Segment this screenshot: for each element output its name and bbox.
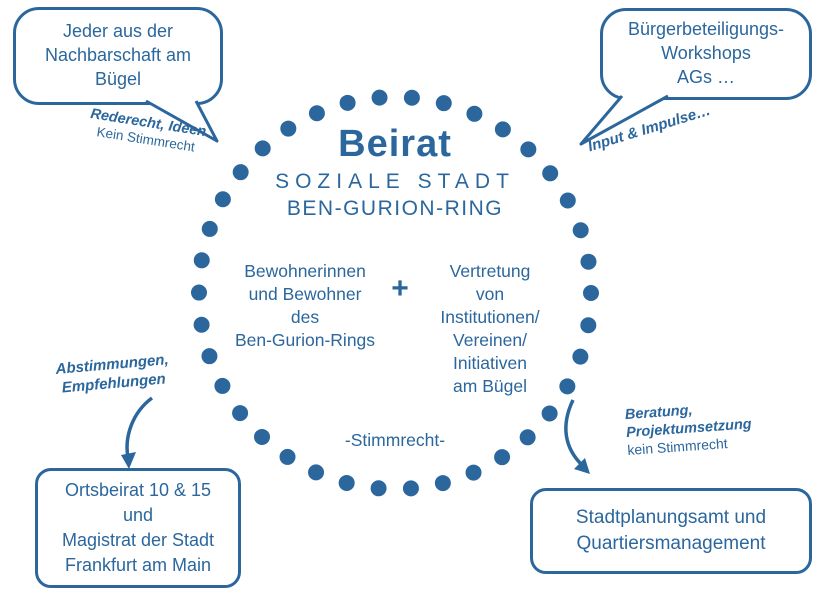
speech-bubble-workshops: Bürgerbeteiligungs- Workshops AGs … [600, 8, 812, 100]
member-group-institutions: Vertretung von Institutionen/ Vereinen/ … [440, 261, 540, 397]
member-group-residents: Bewohnerinnen und Bewohner des Ben-Gurio… [234, 261, 376, 351]
speech-bubble-nachbarschaft: Jeder aus der Nachbarschaft am Bügel [13, 7, 223, 105]
arrowhead-ortsbeirat-icon [121, 452, 136, 469]
diagram-subtitle-line1: SOZIALE STADT [275, 170, 515, 193]
box-stadtplanungsamt-text: Stadtplanungsamt und Quartiersmanagement [575, 506, 767, 554]
speech-bubble-nachbarschaft-text: Jeder aus der Nachbarschaft am Bügel [44, 21, 192, 89]
voting-right-note: -Stimmrecht- [344, 430, 446, 450]
box-ortsbeirat-magistrat-text: Ortsbeirat 10 & 15 und Magistrat der Sta… [61, 480, 215, 575]
curved-arrow-to-ortsbeirat-icon [125, 396, 154, 459]
speech-bubble-workshops-text: Bürgerbeteiligungs- Workshops AGs … [627, 19, 785, 87]
note-rederecht: Rederecht, Ideen Kein Stimmrecht [70, 102, 224, 160]
note-input-impulse-bold: Input & Impulse… [585, 101, 713, 156]
curved-arrow-to-stadtplanungsamt-icon [564, 399, 585, 468]
note-input-impulse: Input & Impulse… [573, 98, 727, 161]
box-ortsbeirat-magistrat: Ortsbeirat 10 & 15 und Magistrat der Sta… [35, 468, 241, 588]
diagram-subtitle-line2: BEN-GURION-RING [286, 197, 504, 220]
diagram-title: Beirat [338, 123, 452, 165]
note-abstimmungen-bold: Abstimmungen, Empfehlungen [54, 351, 170, 397]
note-beratung: Beratung, Projektumsetzung kein Stimmrec… [624, 394, 802, 460]
arrowhead-stadtplanungsamt-icon [574, 458, 590, 474]
box-stadtplanungsamt: Stadtplanungsamt und Quartiersmanagement [530, 488, 812, 574]
note-abstimmungen: Abstimmungen, Empfehlungen [37, 350, 190, 400]
